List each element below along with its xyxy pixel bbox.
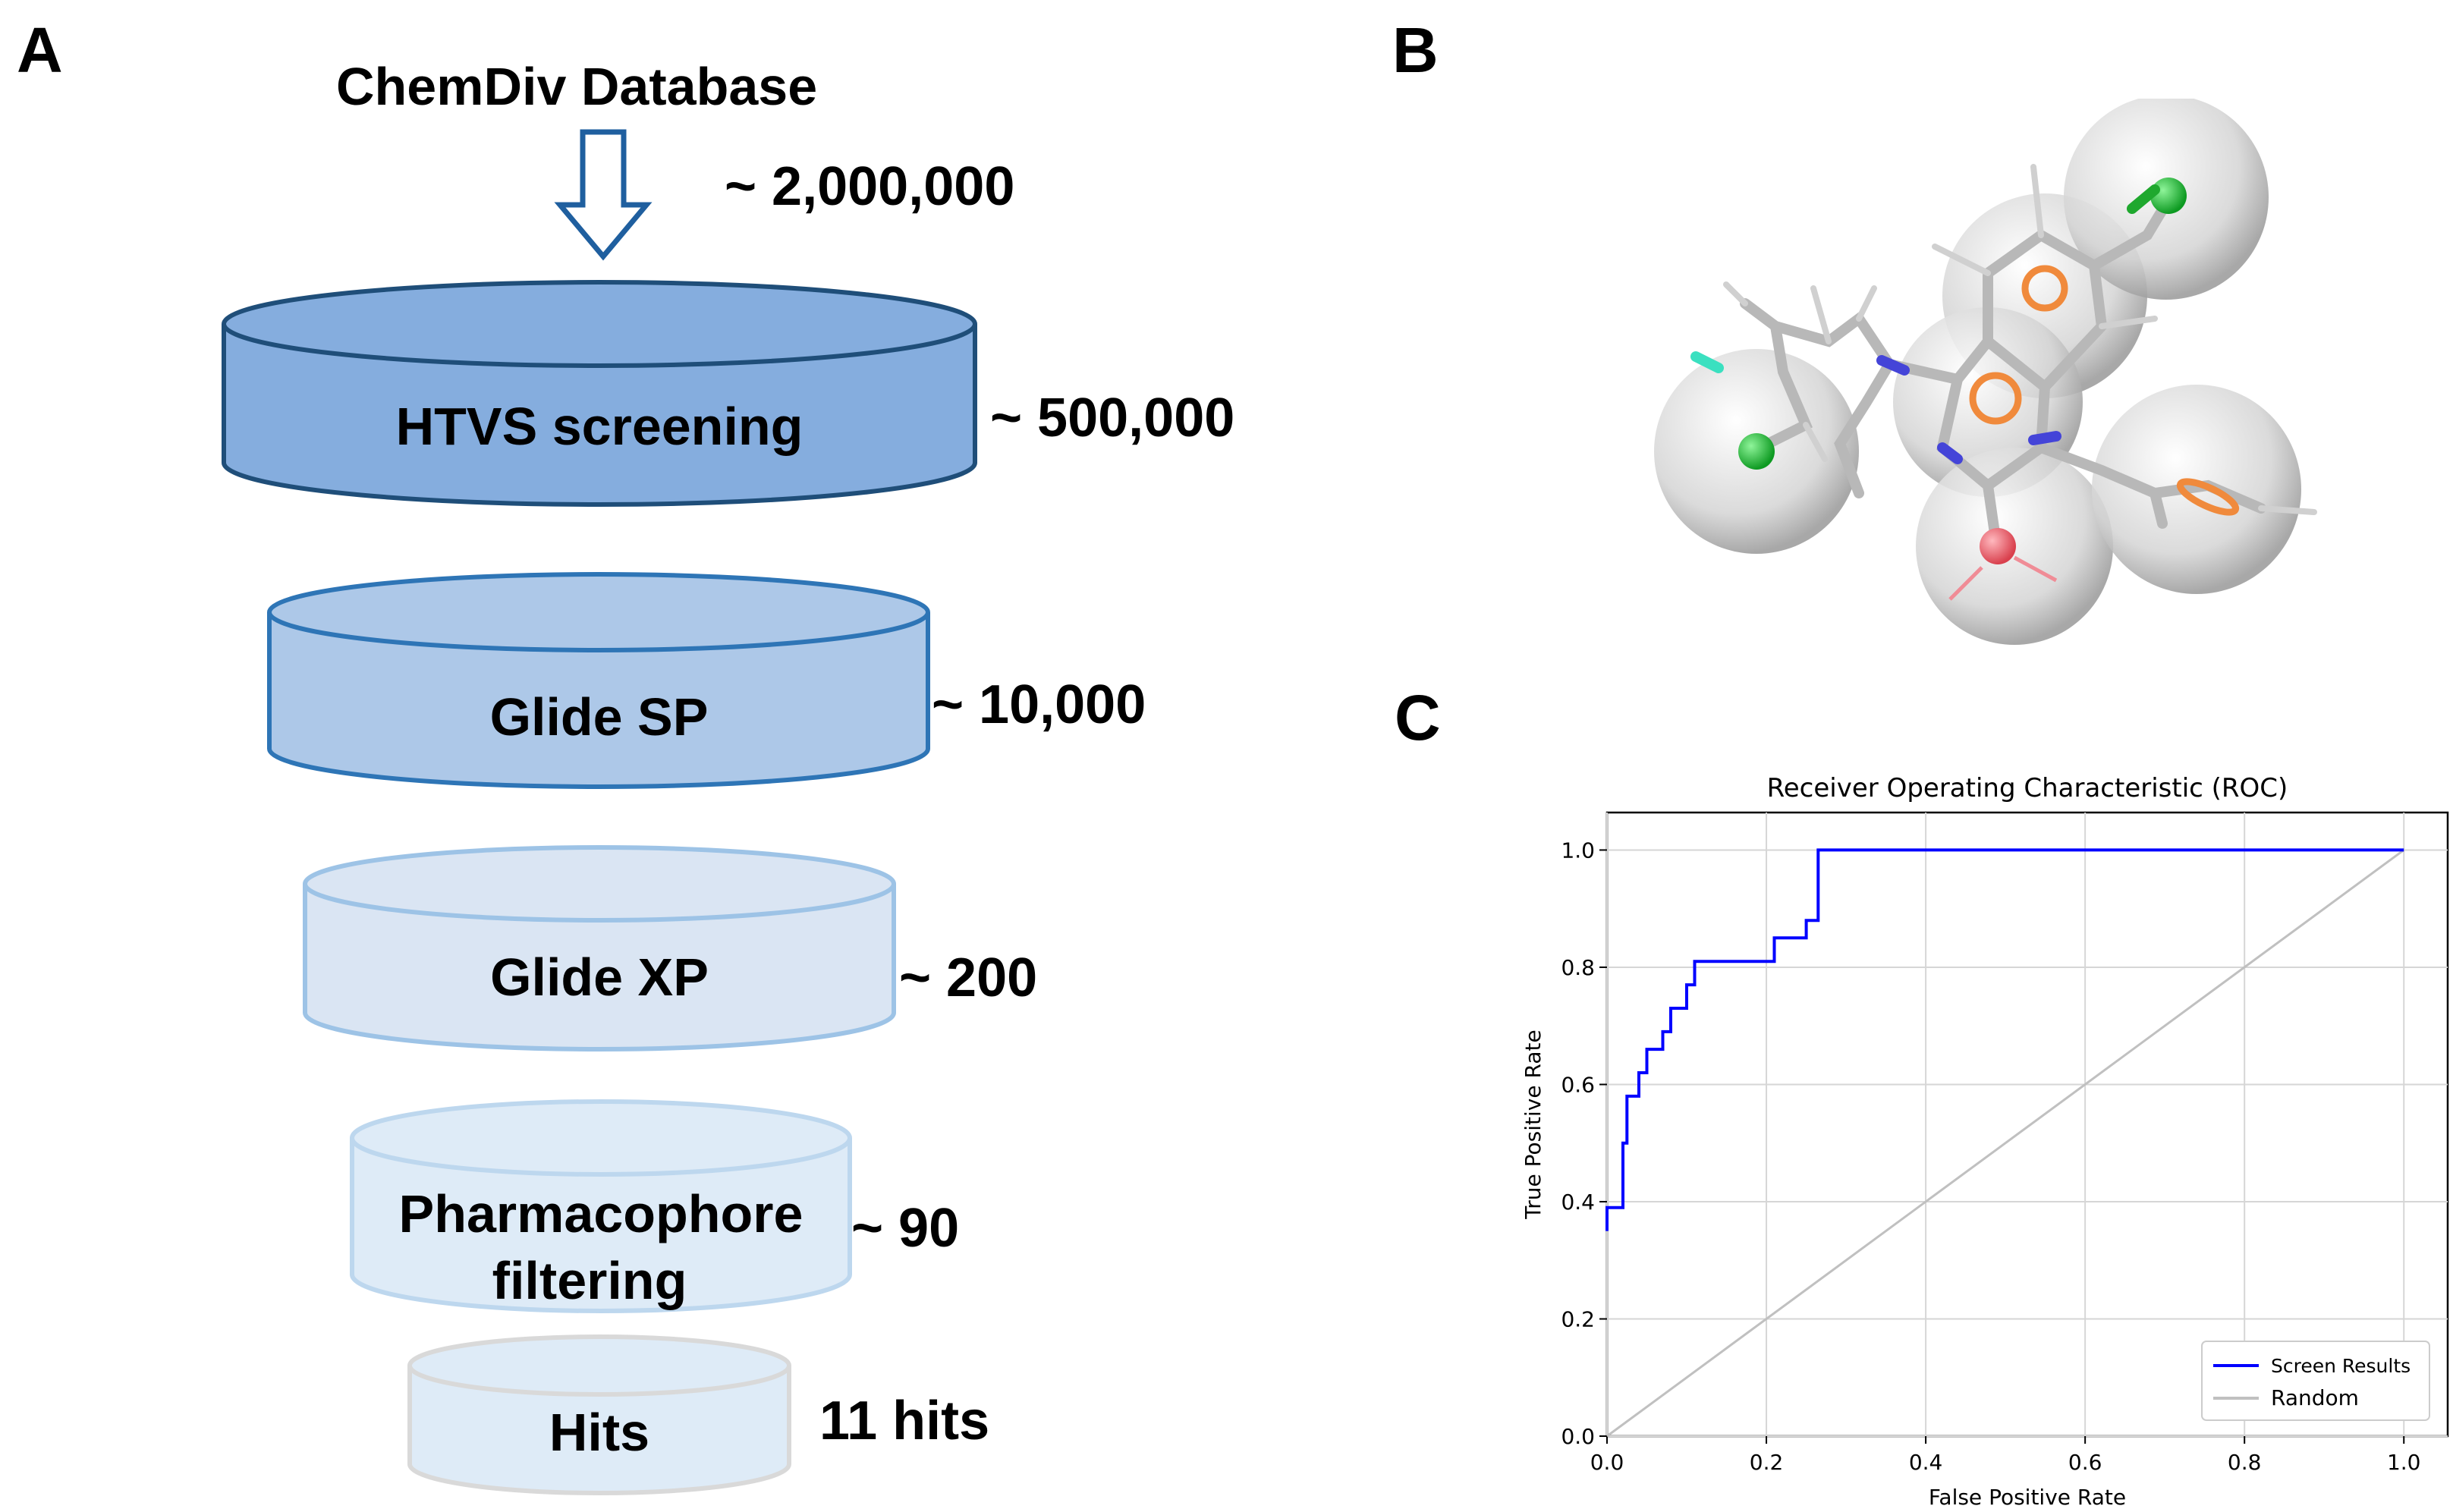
hydrophobic-point-left xyxy=(1738,433,1775,470)
hydrophobic-point-top-right xyxy=(2150,178,2187,214)
legend-label-random: Random xyxy=(2271,1385,2359,1410)
funnel-stage-glide-xp xyxy=(303,845,896,1051)
aromatic-ring-top xyxy=(2021,265,2068,312)
stage-count-glide-sp: ~ 10,000 xyxy=(932,674,1146,735)
pharmacophore-model-image xyxy=(1654,99,2317,645)
panel-label-c: C xyxy=(1395,682,1441,753)
panel-label-b: B xyxy=(1392,14,1439,86)
stage-count-glide-xp: ~ 200 xyxy=(899,948,1038,1008)
chart-series xyxy=(1605,848,2405,1438)
axis-ticks: 0.0 0.2 0.4 0.6 0.8 1.0 0.0 0.2 0.4 0.6 0.8 1.0 xyxy=(1561,838,2420,1475)
funnel-stage-hits xyxy=(407,1334,791,1495)
y-tick-label: 0.4 xyxy=(1561,1190,1595,1215)
chart-title: Receiver Operating Characteristic (ROC) xyxy=(1767,773,2288,803)
legend-label-screen-results: Screen Results xyxy=(2271,1355,2411,1377)
funnel-stage-pharmacophore xyxy=(350,1099,852,1313)
aromatic-ring-right xyxy=(2176,478,2240,516)
hbond-acceptor-point xyxy=(1980,528,2016,564)
source-database-title: ChemDiv Database xyxy=(336,57,818,116)
stage-count-pharmacophore: ~ 90 xyxy=(851,1198,960,1259)
x-tick-label: 0.2 xyxy=(1750,1450,1784,1475)
y-tick-label: 0.6 xyxy=(1561,1072,1595,1097)
stage-label-htvs: HTVS screening xyxy=(395,397,804,456)
x-tick-label: 0.6 xyxy=(2068,1450,2102,1475)
series-line-screen-results xyxy=(1605,848,2404,1231)
y-tick-label: 0.0 xyxy=(1561,1424,1595,1449)
series-line-random xyxy=(1606,849,2405,1438)
y-tick-label: 0.2 xyxy=(1561,1306,1595,1331)
stage-count-hits: 11 hits xyxy=(819,1391,990,1451)
aromatic-ring-middle xyxy=(1969,372,2022,425)
x-axis-label: False Positive Rate xyxy=(1929,1485,2126,1510)
x-tick-label: 0.4 xyxy=(1909,1450,1943,1475)
funnel-stage-glide-sp xyxy=(267,572,930,789)
grid-lines xyxy=(1606,813,2448,1437)
stage-count-htvs: ~ 500,000 xyxy=(990,388,1235,448)
stage-label-glide-xp: Glide XP xyxy=(490,948,709,1007)
down-arrow-icon xyxy=(554,129,653,261)
stage-label-glide-sp: Glide SP xyxy=(489,687,709,747)
stage-label-pharmacophore-line2: filtering xyxy=(492,1251,687,1310)
legend-box xyxy=(2201,1341,2430,1421)
funnel-stage-htvs xyxy=(222,280,977,507)
y-axis-label: True Positive Rate xyxy=(1521,1029,1546,1219)
x-tick-label: 0.8 xyxy=(2228,1450,2262,1475)
y-tick-label: 0.8 xyxy=(1561,955,1595,980)
source-count: ~ 2,000,000 xyxy=(725,156,1015,217)
stage-label-pharmacophore-line1: Pharmacophore xyxy=(398,1184,804,1243)
x-tick-label: 1.0 xyxy=(2387,1450,2421,1475)
legend: Screen Results Random xyxy=(2201,1341,2430,1421)
roc-chart: Receiver Operating Characteristic (ROC) … xyxy=(1521,773,2449,1510)
stage-label-hits: Hits xyxy=(549,1403,650,1462)
x-tick-label: 0.0 xyxy=(1590,1450,1624,1475)
panel-label-a: A xyxy=(17,14,63,86)
y-tick-label: 1.0 xyxy=(1561,838,1595,863)
